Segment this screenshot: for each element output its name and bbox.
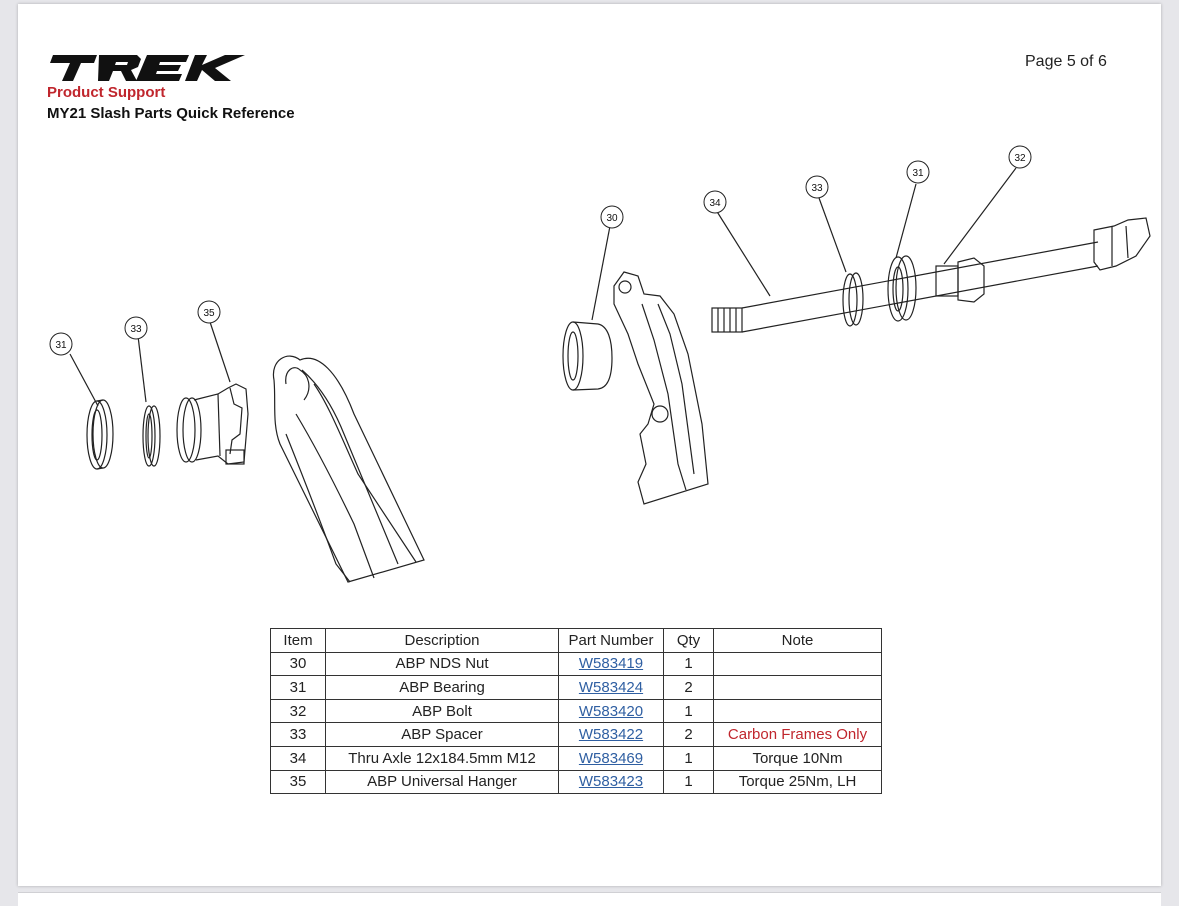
part-number-link[interactable]: W583422 <box>578 726 644 744</box>
cell-note: Carbon Frames Only <box>713 722 882 747</box>
table-row: 33 ABP Spacer W583422 2 Carbon Frames On… <box>270 722 882 747</box>
callout-32: 32 <box>1014 153 1026 164</box>
cell-description: ABP Universal Hanger <box>325 769 559 795</box>
cell-qty: 2 <box>663 722 714 747</box>
product-support-label: Product Support <box>47 84 166 101</box>
cell-note <box>713 651 882 677</box>
cell-part-number: W583423 <box>558 769 664 795</box>
cell-part-number: W583422 <box>558 722 664 747</box>
trek-logo <box>50 55 245 81</box>
table-row: 30 ABP NDS Nut W583419 1 <box>270 651 882 677</box>
header-description: Description <box>325 628 559 653</box>
cell-part-number: W583469 <box>558 745 664 771</box>
header-part-number: Part Number <box>558 628 664 653</box>
parts-table: Item Description Part Number Qty Note 30… <box>270 628 882 795</box>
part-number-link[interactable]: W583424 <box>578 678 644 696</box>
document-page: Product Support MY21 Slash Parts Quick R… <box>18 4 1161 886</box>
part-number-link[interactable]: W583423 <box>578 773 644 791</box>
callout-31-left: 31 <box>55 340 67 351</box>
cell-qty: 1 <box>663 745 714 771</box>
page-number: Page 5 of 6 <box>1025 53 1107 70</box>
cell-qty: 2 <box>663 675 714 700</box>
callout-34: 34 <box>709 198 721 209</box>
callout-35: 35 <box>203 308 215 319</box>
table-row: 35 ABP Universal Hanger W583423 1 Torque… <box>270 769 882 795</box>
cell-description: ABP Bearing <box>325 675 559 700</box>
next-page-edge <box>18 892 1161 906</box>
document-title: MY21 Slash Parts Quick Reference <box>47 105 295 122</box>
cell-qty: 1 <box>663 651 714 677</box>
callout-33-right: 33 <box>811 183 823 194</box>
cell-item: 34 <box>270 745 326 771</box>
cell-description: ABP Spacer <box>325 722 559 747</box>
cell-description: ABP Bolt <box>325 698 559 724</box>
cell-part-number: W583424 <box>558 675 664 700</box>
table-row: 34 Thru Axle 12x184.5mm M12 W583469 1 To… <box>270 745 882 771</box>
cell-item: 32 <box>270 698 326 724</box>
part-number-link[interactable]: W583469 <box>578 749 644 767</box>
header-note: Note <box>713 628 882 653</box>
cell-item: 31 <box>270 675 326 700</box>
callout-30: 30 <box>606 213 618 224</box>
header-item: Item <box>270 628 326 653</box>
table-row: 31 ABP Bearing W583424 2 <box>270 675 882 700</box>
header-qty: Qty <box>663 628 714 653</box>
table-row: 32 ABP Bolt W583420 1 <box>270 698 882 724</box>
cell-qty: 1 <box>663 769 714 795</box>
cell-qty: 1 <box>663 698 714 724</box>
part-number-link[interactable]: W583420 <box>578 702 644 720</box>
exploded-parts-diagram: 31 33 35 30 34 33 31 32 <box>49 145 1151 583</box>
cell-note: Torque 25Nm, LH <box>713 769 882 795</box>
cell-item: 30 <box>270 651 326 677</box>
callout-31-right: 31 <box>912 168 924 179</box>
table-header-row: Item Description Part Number Qty Note <box>270 628 882 653</box>
cell-note: Torque 10Nm <box>713 745 882 771</box>
cell-part-number: W583419 <box>558 651 664 677</box>
cell-item: 35 <box>270 769 326 795</box>
cell-description: ABP NDS Nut <box>325 651 559 677</box>
cell-item: 33 <box>270 722 326 747</box>
callout-33-left: 33 <box>130 324 142 335</box>
part-number-link[interactable]: W583419 <box>578 655 644 673</box>
cell-note <box>713 675 882 700</box>
cell-description: Thru Axle 12x184.5mm M12 <box>325 745 559 771</box>
cell-part-number: W583420 <box>558 698 664 724</box>
cell-note <box>713 698 882 724</box>
